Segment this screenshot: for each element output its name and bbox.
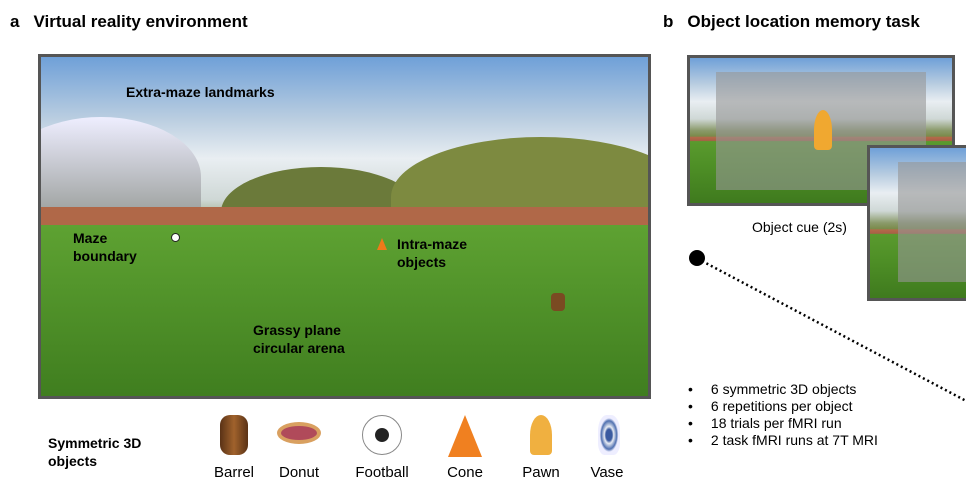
label-extra-maze-landmarks: Extra-maze landmarks: [126, 84, 275, 100]
pawn-icon: [814, 110, 832, 150]
vr-environment-image: Extra-maze landmarks Maze boundary Intra…: [38, 54, 651, 399]
barrel-icon: [220, 415, 248, 455]
timeline-arrow: [689, 250, 966, 403]
objects-heading: Symmetric 3D objects: [48, 435, 142, 469]
timeline-start-dot: [689, 250, 705, 266]
panel-title-text: Object location memory task: [687, 12, 920, 31]
panel-title-text: Virtual reality environment: [33, 12, 248, 31]
football-icon: [362, 415, 402, 455]
object-cue-label: Object cue (2s): [752, 219, 847, 235]
object-label-football: Football: [355, 464, 409, 481]
label-maze-boundary: Maze boundary: [73, 230, 137, 264]
timeline-dotted-line: [701, 259, 966, 403]
barrel-object: [551, 293, 565, 311]
label-intra-maze-objects: Intra-maze objects: [397, 236, 468, 270]
bullet-item: 6 symmetric 3D objects: [688, 381, 878, 398]
vase-icon: [598, 415, 620, 455]
bullet-item: 18 trials per fMRI run: [688, 415, 878, 432]
object-label-vase: Vase: [590, 464, 624, 481]
panel-letter: b: [663, 12, 674, 31]
grass: [41, 225, 648, 396]
object-label-pawn: Pawn: [522, 464, 560, 481]
panel-letter: a: [10, 12, 20, 31]
bullet-item: 6 repetitions per object: [688, 398, 878, 415]
panel-a-title: a Virtual reality environment: [10, 12, 248, 32]
next-trial-screen: [867, 145, 966, 301]
overlay: [898, 162, 966, 282]
panel-b-title: b Object location memory task: [663, 12, 920, 32]
pawn-icon: [530, 415, 552, 455]
task-bullet-list: 6 symmetric 3D objects 6 repetitions per…: [688, 381, 878, 449]
object-label-cone: Cone: [447, 464, 483, 481]
cone-object: [377, 238, 387, 250]
maze-boundary-wall: [41, 207, 648, 225]
label-grassy-arena: Grassy plane circular arena: [253, 322, 345, 356]
donut-icon: [277, 422, 321, 444]
bullet-item: 2 task fMRI runs at 7T MRI: [688, 432, 878, 449]
object-label-barrel: Barrel: [213, 464, 254, 481]
football-object: [171, 233, 180, 242]
cone-icon: [448, 415, 482, 457]
object-label-donut: Donut: [278, 464, 320, 481]
